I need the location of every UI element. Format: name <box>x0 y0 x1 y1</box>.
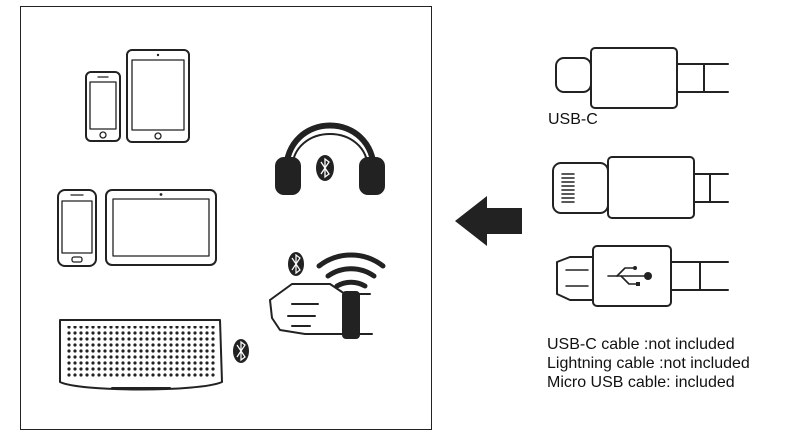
android-phone-icon <box>57 189 97 267</box>
cable-notes: USB-C cable :not included Lightning cabl… <box>547 335 750 392</box>
lightning-connector-icon <box>552 156 729 219</box>
bluetooth-icon-speaker <box>233 339 249 363</box>
note-lightning: Lightning cable :not included <box>547 355 750 372</box>
ipad-icon <box>126 49 190 143</box>
bluetooth-icon-band <box>288 252 304 276</box>
usb-c-connector-icon <box>555 47 729 109</box>
iphone-icon <box>85 71 121 142</box>
headphones-icon <box>275 122 385 195</box>
note-usb-c: USB-C cable :not included <box>547 336 735 353</box>
note-micro-usb: Micro USB cable: included <box>547 374 735 391</box>
usb-c-label: USB-C <box>548 111 598 128</box>
android-tablet-icon <box>105 189 217 266</box>
bluetooth-icon-headphones <box>316 155 334 181</box>
smart-band-icon <box>269 252 386 339</box>
bluetooth-speaker-icon <box>59 319 223 391</box>
device-compatibility-frame <box>20 6 432 430</box>
left-arrow-icon <box>455 196 522 246</box>
micro-usb-connector-icon <box>556 245 729 307</box>
